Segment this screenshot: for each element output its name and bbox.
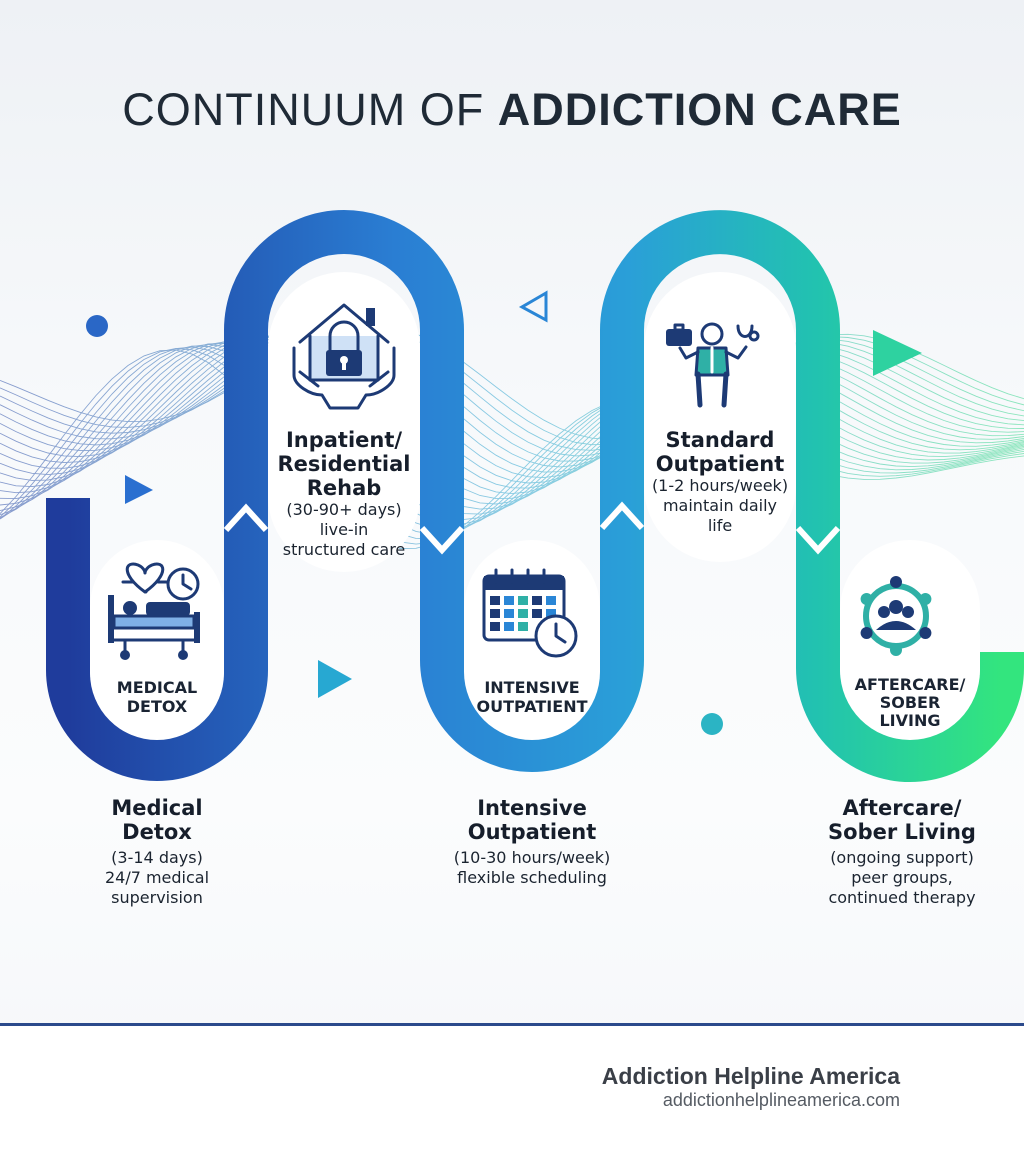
footer (0, 1026, 1024, 1154)
wave-line (0, 326, 1024, 457)
stage-duration: (30-90+ days) (286, 500, 402, 519)
intensive-outpatient-inner-label: INTENSIVE OUTPATIENT (462, 678, 602, 716)
wave-line (0, 323, 1024, 440)
wave-line (0, 335, 1024, 495)
calendar-cell (532, 609, 542, 618)
support-group-icon (860, 576, 932, 656)
brand-name: Addiction Helpline America (601, 1063, 900, 1089)
aftercare-inner-label: AFTERCARE/ SOBER LIVING (836, 676, 984, 730)
calendar-clock-icon (482, 568, 578, 658)
calendar-cell (504, 609, 514, 618)
calendar-cell (504, 622, 514, 631)
path-arrows (223, 501, 841, 555)
stage-heading: Outpatient (467, 820, 597, 844)
inner-label-line: OUTPATIENT (476, 697, 588, 716)
stage-duration: (10-30 hours/week) (453, 848, 611, 867)
stage-description: structured care (282, 540, 406, 559)
stage-description: supervision (111, 888, 203, 907)
inner-label-line: MEDICAL (116, 678, 198, 697)
stage-duration: (1-2 hours/week) (651, 476, 789, 495)
wave-line (0, 331, 1024, 479)
stage-heading: Sober Living (828, 820, 976, 844)
stage-duration: (3-14 days) (111, 848, 203, 867)
stage-heading: Intensive (477, 796, 587, 820)
title-light: CONTINUUM OF (122, 84, 498, 135)
calendar-cell (532, 596, 542, 605)
intensive-outpatient-block: Intensive Outpatient (10-30 hours/week) … (420, 796, 644, 888)
brand-url[interactable]: addictionhelplineamerica.com (662, 1090, 900, 1110)
background-wave-lines (0, 323, 1024, 549)
stage-description: maintain daily (662, 496, 778, 515)
continuum-path (46, 210, 1024, 782)
stage-description: 24/7 medical (104, 868, 210, 887)
wave-line (0, 339, 1024, 510)
inner-label-line: AFTERCARE/ (854, 675, 966, 694)
wave-line (0, 341, 1024, 520)
wave-line (0, 327, 1024, 462)
stage-heading: Outpatient (655, 452, 785, 476)
inner-label-line: SOBER (879, 693, 941, 712)
calendar-cell (518, 609, 528, 618)
title-bold: ADDICTION CARE (497, 84, 902, 135)
stage-duration: (ongoing support) (830, 848, 974, 867)
stage-heading: Medical (111, 796, 203, 820)
wave-line (0, 348, 1024, 545)
inner-label-line: INTENSIVE (484, 678, 580, 697)
calendar-cell (546, 609, 556, 618)
calendar-cell (504, 596, 514, 605)
hospital-bed-icon (108, 562, 200, 660)
calendar-cell (490, 609, 500, 618)
stage-heading: Inpatient/ (285, 428, 403, 452)
inner-label-line: DETOX (126, 697, 188, 716)
stage-description: live-in (319, 520, 369, 539)
inpatient-block: Inpatient/ Residential Rehab (30-90+ day… (268, 428, 420, 560)
calendar-cell (546, 596, 556, 605)
house-lock-icon (292, 303, 396, 410)
medical-detox-inner-label: MEDICAL DETOX (92, 678, 222, 716)
stage-heading: Standard (665, 428, 775, 452)
stage-description: flexible scheduling (457, 868, 607, 887)
stage-heading: Residential (277, 452, 411, 476)
group-person (919, 593, 932, 605)
wave-line (0, 343, 1024, 530)
aftercare-block: Aftercare/ Sober Living (ongoing support… (796, 796, 1008, 908)
wave-line (0, 342, 1024, 525)
group-person (890, 576, 902, 588)
group-person (919, 627, 932, 639)
group-person (860, 627, 873, 639)
page-title: CONTINUUM OF ADDICTION CARE (0, 84, 1024, 136)
wave-line (0, 336, 1024, 500)
calendar-cell (518, 622, 528, 631)
group-person (860, 593, 873, 605)
stage-description: life (707, 516, 733, 535)
footer-divider (0, 1023, 1024, 1026)
medical-detox-block: Medical Detox (3-14 days) 24/7 medical s… (62, 796, 252, 908)
stage-description: peer groups, (851, 868, 953, 887)
wave-line (0, 329, 1024, 468)
wave-line (0, 345, 1024, 535)
calendar-cell (490, 596, 500, 605)
professional-person-icon (666, 322, 760, 408)
stage-heading: Aftercare/ (842, 796, 962, 820)
stage-heading: Detox (122, 820, 192, 844)
wave-line (0, 334, 1024, 489)
calendar-cell (518, 596, 528, 605)
wave-line (0, 340, 1024, 515)
decorative-shapes (86, 290, 922, 735)
calendar-cell (490, 622, 500, 631)
wave-line (0, 330, 1024, 473)
stage-description: continued therapy (828, 888, 976, 907)
standard-outpatient-block: Standard Outpatient (1-2 hours/week) mai… (630, 428, 810, 536)
wave-line (0, 349, 1024, 549)
stage-heading: Rehab (306, 476, 382, 500)
inner-label-line: LIVING (879, 711, 941, 730)
group-person (890, 644, 902, 656)
